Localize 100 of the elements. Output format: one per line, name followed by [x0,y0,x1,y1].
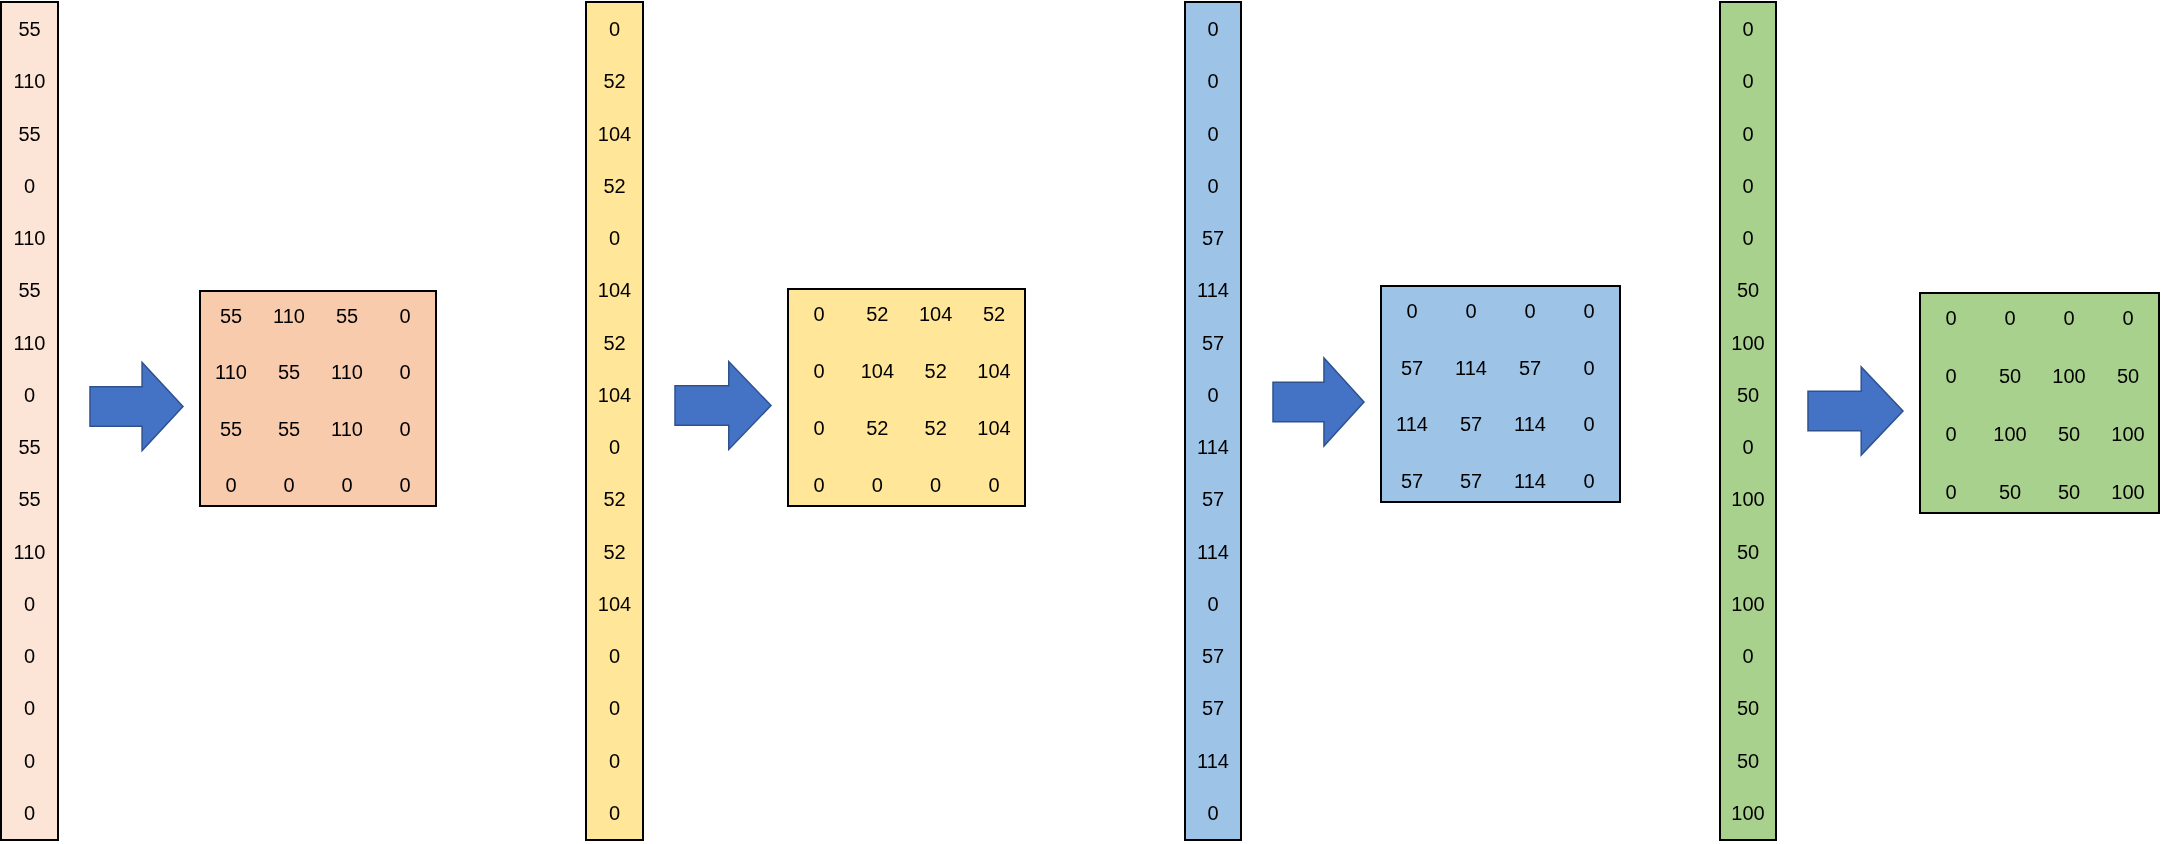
cell-value: 57 [1201,331,1225,355]
cell-value: 0 [1945,364,1957,388]
vector-column [1719,1,1777,841]
cell-value: 114 [1197,749,1229,773]
cell-value: 0 [1207,69,1219,93]
cell-value: 0 [23,644,36,668]
cell-value: 57 [1201,226,1225,250]
cell-value: 0 [988,473,1000,497]
cell-value: 100 [1993,422,2027,446]
cell-value: 0 [813,473,825,497]
cell-value: 55 [277,417,301,441]
cell-value: 0 [399,473,411,497]
cell-value: 0 [399,360,411,384]
cell-value: 55 [18,487,41,511]
cell-value: 0 [23,696,36,720]
cell-value: 0 [813,359,825,383]
cell-value: 114 [1197,540,1229,564]
cell-value: 100 [1731,331,1765,355]
cell-value: 104 [977,359,1011,383]
cell-value: 110 [331,360,363,384]
cell-value: 104 [597,122,632,146]
cell-value: 104 [977,416,1011,440]
cell-value: 0 [1207,383,1219,407]
vector-column [585,1,644,841]
cell-value: 0 [1207,17,1219,41]
cell-value: 50 [2116,364,2140,388]
cell-value: 100 [2111,480,2145,504]
vector-column [0,1,59,841]
cell-value: 55 [219,417,243,441]
cell-value: 0 [813,302,825,326]
cell-value: 0 [1742,174,1754,198]
cell-value: 57 [1400,356,1424,380]
vector-column [1184,1,1242,841]
cell-value: 55 [18,435,41,459]
cell-value: 0 [1945,480,1957,504]
cell-value: 50 [1736,383,1760,407]
cell-value: 104 [597,383,632,407]
cell-value: 0 [23,749,36,773]
cell-value: 0 [1207,122,1219,146]
cell-value: 55 [277,360,301,384]
cell-value: 57 [1459,469,1483,493]
cell-value: 0 [813,416,825,440]
cell-value: 52 [603,540,626,564]
cell-value: 0 [1207,801,1219,825]
cell-value: 104 [597,278,632,302]
cell-value: 0 [930,473,942,497]
cell-value: 0 [341,473,353,497]
cell-value: 52 [603,331,626,355]
cell-value: 114 [1197,435,1229,459]
block-arrow [1807,365,1905,457]
cell-value: 50 [1998,480,2022,504]
cell-value: 0 [1742,69,1754,93]
cell-value: 0 [1583,469,1595,493]
cell-value: 0 [608,696,621,720]
matrix-grid [1919,292,2160,514]
cell-value: 0 [1945,306,1957,330]
cell-value: 0 [2122,306,2134,330]
cell-value: 0 [1742,435,1754,459]
cell-value: 110 [215,360,247,384]
cell-value: 100 [2111,422,2145,446]
cell-value: 50 [1736,540,1760,564]
cell-value: 100 [1731,592,1765,616]
cell-value: 0 [1742,226,1754,250]
cell-value: 100 [1731,801,1765,825]
cell-value: 57 [1518,356,1542,380]
cell-value: 114 [1514,469,1546,493]
cell-value: 50 [2057,422,2081,446]
cell-value: 110 [13,331,46,355]
cell-value: 0 [283,473,295,497]
cell-value: 0 [871,473,883,497]
cell-value: 0 [608,644,621,668]
cell-value: 0 [1742,644,1754,668]
cell-value: 0 [399,417,411,441]
cell-value: 0 [2004,306,2016,330]
cell-value: 100 [2052,364,2086,388]
cell-value: 0 [23,383,36,407]
cell-value: 0 [1207,592,1219,616]
cell-value: 110 [331,417,363,441]
cell-value: 0 [1406,299,1418,323]
cell-value: 0 [608,226,621,250]
cell-value: 55 [18,17,41,41]
cell-value: 114 [1514,412,1546,436]
cell-value: 52 [924,416,947,440]
cell-value: 110 [13,226,46,250]
block-arrow [1272,356,1365,448]
cell-value: 0 [225,473,237,497]
cell-value: 50 [1736,278,1760,302]
cell-value: 104 [860,359,894,383]
cell-value: 0 [608,17,621,41]
cell-value: 52 [603,69,626,93]
cell-value: 0 [1583,299,1595,323]
cell-value: 52 [603,174,626,198]
cell-value: 0 [1524,299,1536,323]
cell-value: 0 [1465,299,1477,323]
cell-value: 57 [1201,696,1225,720]
cell-value: 0 [608,435,621,459]
cell-value: 52 [866,302,889,326]
block-arrow [674,359,773,452]
cell-value: 0 [1742,122,1754,146]
cell-value: 100 [1731,487,1765,511]
